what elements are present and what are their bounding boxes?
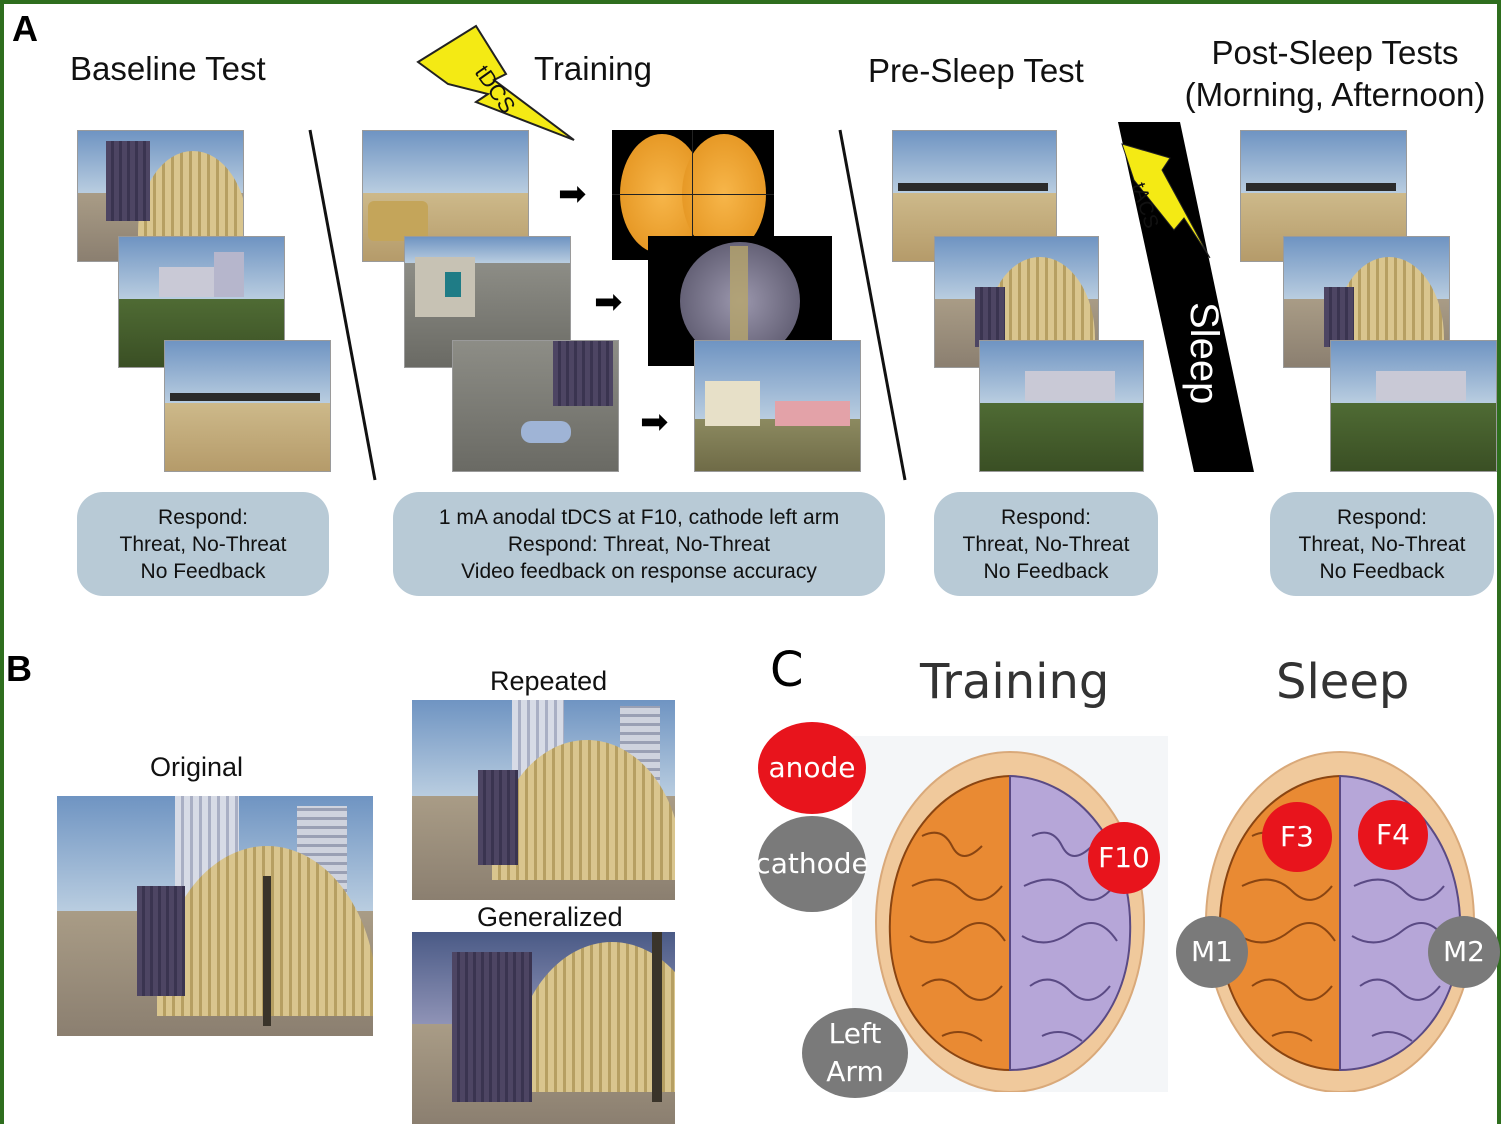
original-image xyxy=(57,796,373,1036)
anode-legend: anode xyxy=(758,722,866,814)
box-line: Threat, No-Threat xyxy=(1298,532,1466,556)
training-heading: Training xyxy=(534,50,652,87)
postsleep-heading-line2: (Morning, Afternoon) xyxy=(1184,76,1486,113)
divider-1 xyxy=(308,129,377,481)
postsleep-heading-line1: Post-Sleep Tests xyxy=(1211,34,1459,71)
divider-2 xyxy=(838,129,907,481)
presleep-heading: Pre-Sleep Test xyxy=(868,52,1084,89)
box-line: Respond: xyxy=(1001,505,1091,529)
baseline-instructions: Respond: Threat, No-Threat No Feedback xyxy=(77,492,329,596)
box-line: No Feedback xyxy=(1319,559,1445,583)
training-scene-3 xyxy=(452,340,619,472)
brain-training-illustration xyxy=(852,736,1168,1092)
box-line: Respond: Threat, No-Threat xyxy=(507,532,771,556)
baseline-scene-3 xyxy=(164,340,331,472)
cathode-legend: cathode xyxy=(755,816,869,912)
training-instructions: 1 mA anodal tDCS at F10, cathode left ar… xyxy=(393,492,885,596)
left-arm-line2: Arm xyxy=(826,1055,884,1088)
presleep-scene-3 xyxy=(979,340,1144,472)
box-line: 1 mA anodal tDCS at F10, cathode left ar… xyxy=(438,505,840,529)
sleep-bar xyxy=(1118,122,1254,472)
left-arm-line1: Left xyxy=(828,1017,882,1050)
left-arm-electrode: Left Arm xyxy=(802,1008,908,1098)
postsleep-instructions: Respond: Threat, No-Threat No Feedback xyxy=(1270,492,1494,596)
panel-c-letter: C xyxy=(770,642,804,698)
m1-electrode: M1 xyxy=(1176,916,1248,988)
training-title: Training xyxy=(920,654,1110,710)
generalized-label: Generalized xyxy=(477,902,623,932)
arrow-right-icon: ➡ xyxy=(558,174,587,214)
f10-electrode: F10 xyxy=(1088,822,1160,894)
repeated-image xyxy=(412,700,675,900)
box-line: Respond: xyxy=(158,505,248,529)
f3-electrode: F3 xyxy=(1262,802,1332,872)
training-scene-4 xyxy=(694,340,861,472)
arrow-right-icon: ➡ xyxy=(594,282,623,322)
sleep-label: Sleep xyxy=(1182,302,1226,405)
presleep-instructions: Respond: Threat, No-Threat No Feedback xyxy=(934,492,1158,596)
box-line: No Feedback xyxy=(140,559,266,583)
panel-a-letter: A xyxy=(12,8,38,49)
generalized-image xyxy=(412,932,675,1124)
box-line: No Feedback xyxy=(983,559,1109,583)
tdcs-lightning-icon: tDCS xyxy=(416,24,575,141)
repeated-label: Repeated xyxy=(490,666,608,696)
baseline-heading: Baseline Test xyxy=(70,50,266,87)
panel-b-letter: B xyxy=(6,648,32,689)
sleep-title: Sleep xyxy=(1276,654,1410,710)
box-line: Threat, No-Threat xyxy=(962,532,1130,556)
postsleep-scene-2 xyxy=(1283,236,1450,368)
box-line: Threat, No-Threat xyxy=(119,532,287,556)
postsleep-scene-3 xyxy=(1330,340,1497,472)
brain-sleep-illustration xyxy=(1205,751,1475,1092)
f4-electrode: F4 xyxy=(1358,800,1428,870)
box-line: Respond: xyxy=(1337,505,1427,529)
m2-electrode: M2 xyxy=(1428,916,1500,988)
box-line: Video feedback on response accuracy xyxy=(461,559,817,583)
arrow-right-icon: ➡ xyxy=(640,402,669,442)
original-label: Original xyxy=(150,752,244,782)
